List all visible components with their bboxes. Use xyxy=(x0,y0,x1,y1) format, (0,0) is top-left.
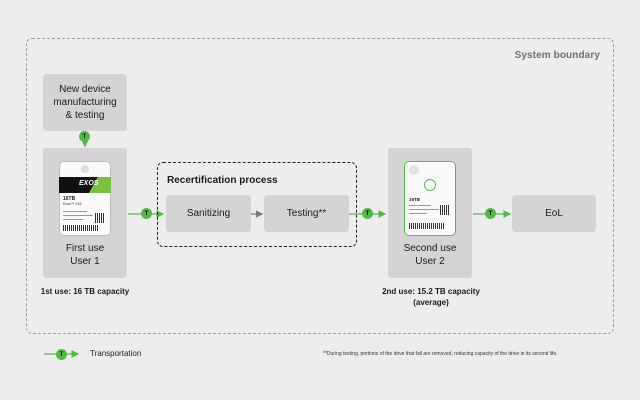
transport-badge-2: T xyxy=(141,208,152,219)
second-use-label: Second use xyxy=(403,243,457,254)
testing-box: Testing** xyxy=(264,195,349,232)
legend-transport-badge: T xyxy=(56,349,67,360)
second-use-capacity-line1: 2nd use: 15.2 TB capacity xyxy=(382,287,480,296)
manufacturing-label-line3: & testing xyxy=(65,110,105,121)
second-use-user: User 2 xyxy=(415,256,445,267)
drive-brand-text: EXOS xyxy=(79,180,99,187)
manufacturing-label-line2: manufacturing xyxy=(53,97,117,108)
eol-label: EoL xyxy=(545,208,563,219)
system-boundary-label: System boundary xyxy=(514,50,600,61)
first-use-capacity: 1st use: 16 TB capacity xyxy=(40,287,130,296)
second-use-box: 16TB Second use User 2 xyxy=(388,148,472,278)
drive-capacity-text: 16TB xyxy=(63,196,76,202)
eol-box: EoL xyxy=(512,195,596,232)
transport-badge-4: T xyxy=(485,208,496,219)
transport-badge-1: T xyxy=(79,131,90,142)
second-use-capacity-line2: (average) xyxy=(413,298,449,307)
testing-label: Testing** xyxy=(286,208,327,219)
drive-model-text: Exos™ X16 xyxy=(63,202,82,206)
recertification-title: Recertification process xyxy=(167,175,278,186)
manufacturing-box: New device manufacturing & testing xyxy=(43,74,127,131)
sanitizing-label: Sanitizing xyxy=(186,208,231,219)
sanitizing-box: Sanitizing xyxy=(166,195,251,232)
first-use-user: User 1 xyxy=(70,256,100,267)
first-use-label: First use xyxy=(65,243,105,254)
legend-transportation-label: Transportation xyxy=(90,349,142,358)
first-use-box: EXOS 16TB Exos™ X16 First use User 1 xyxy=(43,148,127,278)
drive-image-recertified: 16TB xyxy=(404,161,456,236)
system-boundary xyxy=(26,38,614,334)
drive-image-exos: EXOS 16TB Exos™ X16 xyxy=(59,161,111,236)
transport-badge-3: T xyxy=(362,208,373,219)
footnote: **During testing, portions of the drive … xyxy=(323,351,558,357)
drive2-capacity-text: 16TB xyxy=(409,197,421,202)
manufacturing-label-line1: New device xyxy=(59,84,111,95)
recertification-process-container xyxy=(157,162,357,247)
second-use-capacity: 2nd use: 15.2 TB capacity (average) xyxy=(372,286,490,308)
